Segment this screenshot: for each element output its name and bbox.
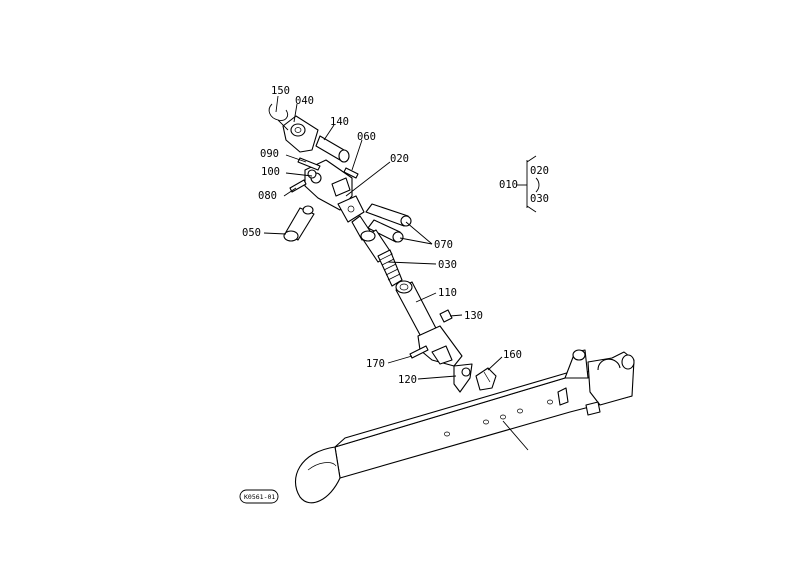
label-080: 080 bbox=[258, 190, 277, 202]
nut-130[interactable] bbox=[439, 309, 453, 323]
label-040: 040 bbox=[295, 95, 314, 107]
label-020: 020 bbox=[390, 153, 409, 165]
pin-170[interactable] bbox=[409, 345, 429, 359]
turnbuckle-030[interactable] bbox=[360, 229, 403, 287]
label-110: 110 bbox=[438, 287, 457, 299]
bracket-120[interactable] bbox=[453, 363, 473, 393]
label-140: 140 bbox=[330, 116, 349, 128]
label-050: 050 bbox=[242, 227, 261, 239]
drawing-code: K0561-01 bbox=[244, 493, 275, 501]
label-170: 170 bbox=[366, 358, 385, 370]
label-060: 060 bbox=[357, 131, 376, 143]
lift-rod-upper-yoke[interactable] bbox=[282, 115, 373, 241]
pins-070[interactable] bbox=[365, 203, 412, 243]
label-160: 160 bbox=[503, 349, 522, 361]
label-090: 090 bbox=[260, 148, 279, 160]
legend-top: 020 bbox=[530, 165, 549, 177]
legend-parent: 010 bbox=[499, 179, 518, 191]
lower-rod-110[interactable] bbox=[395, 280, 463, 367]
pin-060[interactable] bbox=[343, 167, 359, 179]
label-100: 100 bbox=[261, 166, 280, 178]
label-120: 120 bbox=[398, 374, 417, 386]
pin-050[interactable] bbox=[283, 205, 315, 242]
label-070: 070 bbox=[434, 239, 453, 251]
label-030: 030 bbox=[438, 259, 457, 271]
lower-link-arm[interactable] bbox=[295, 349, 635, 504]
assembly-legend: 010 020 030 bbox=[499, 155, 549, 213]
washer-100[interactable] bbox=[307, 169, 317, 179]
block-160[interactable] bbox=[475, 367, 497, 391]
clip-150[interactable] bbox=[268, 103, 289, 131]
leader-lines bbox=[263, 95, 503, 380]
drawing-code-badge: K0561-01 bbox=[239, 489, 279, 504]
pin-140[interactable] bbox=[315, 135, 350, 163]
label-150: 150 bbox=[271, 85, 290, 97]
label-130: 130 bbox=[464, 310, 483, 322]
legend-bottom: 030 bbox=[530, 193, 549, 205]
